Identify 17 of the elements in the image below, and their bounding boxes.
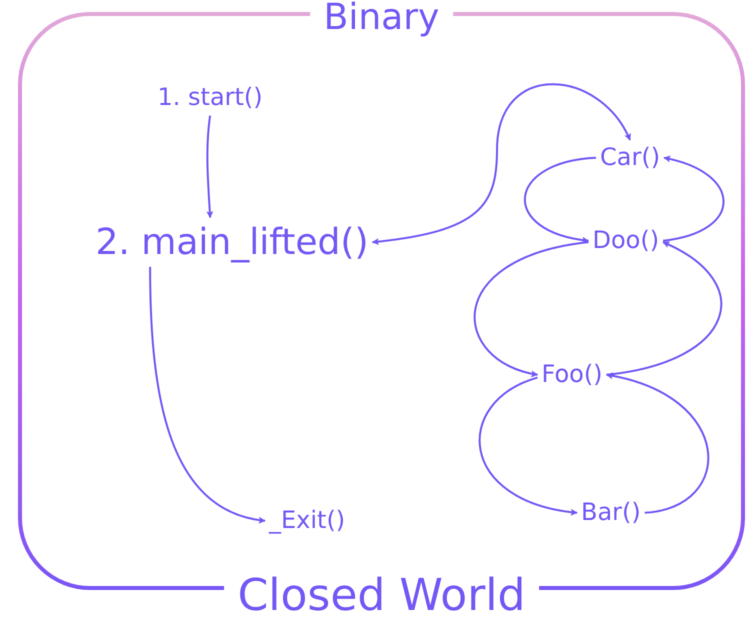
- arrow: [474, 241, 589, 377]
- arrow: [524, 156, 596, 244]
- frame-title: Binary: [310, 0, 454, 36]
- arrow: [149, 266, 266, 524]
- function-label: Bar(): [581, 499, 641, 527]
- arrow: [206, 115, 214, 218]
- function-label: 2. main_lifted(): [96, 222, 368, 263]
- function-label: Car(): [600, 144, 660, 172]
- function-label: 1. start(): [158, 84, 263, 112]
- arrow: [662, 156, 724, 242]
- arrow: [606, 372, 709, 514]
- function-label: _Exit(): [269, 507, 346, 535]
- arrow: [372, 83, 631, 245]
- arrow: [606, 241, 722, 376]
- function-label: Doo(): [592, 227, 660, 255]
- arrow: [478, 376, 578, 516]
- function-label: Foo(): [542, 361, 603, 389]
